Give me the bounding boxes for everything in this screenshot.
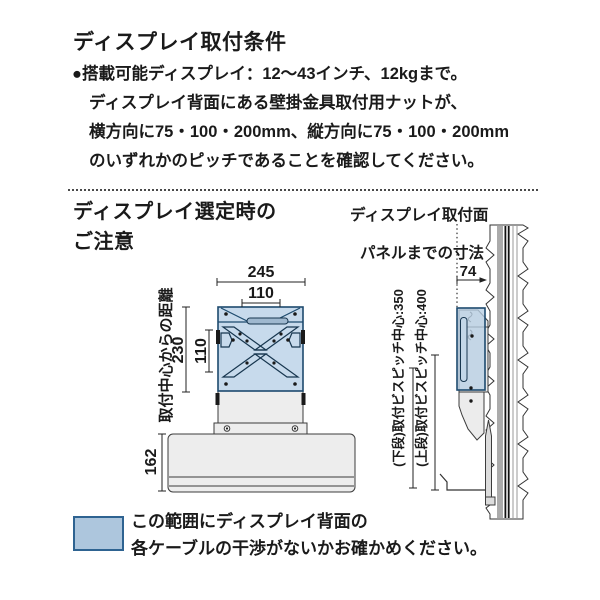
paragraph-line-2: ディスプレイ背面にある壁掛金具取付用ナットが、: [89, 94, 468, 112]
pitch-dimension-lines: [409, 354, 439, 491]
bracket-lower-body: [458, 391, 485, 441]
dim-162: 162: [143, 449, 160, 476]
front-view-diagram: 245 110 230 110 162 取付中心からの距離: [143, 264, 356, 493]
front-dimensions: [158, 278, 306, 492]
bracket-bottom-hook: [485, 496, 496, 506]
dim-110-width: 110: [248, 285, 274, 302]
cable-clearance-zone: [456, 307, 486, 391]
section2-heading-line2: ご注意: [73, 231, 135, 253]
bracket-strip: [485, 419, 496, 506]
legend-line-2: 各ケーブルの干渉がないかお確かめください。: [131, 539, 487, 558]
label-pitch-upper: (上段)取付ビスピッチ中心:400: [414, 289, 429, 467]
front-axis-label: 取付中心からの距離: [157, 287, 175, 422]
paragraph-line-3: 横方向に75・100・200mm、縦方向に75・100・200mm: [89, 123, 510, 141]
dim-245: 245: [248, 264, 275, 281]
section1-paragraph: ●搭載可能ディスプレイ：12～43インチ、12kgまで。 ディスプレイ背面にある…: [72, 60, 550, 176]
dim-110-height: 110: [193, 338, 210, 364]
label-panel-dim: パネルまでの寸法: [360, 243, 484, 262]
front-base: [167, 433, 356, 493]
label-pitch-lower: (下段)取付ビスピッチ中心:350: [391, 289, 406, 467]
dim-74: 74: [460, 263, 477, 280]
front-vesa-plate: [216, 306, 305, 392]
panel-gray-band: [497, 226, 503, 518]
legend-swatch: [73, 516, 124, 551]
panel: [485, 224, 529, 520]
section2-heading: ディスプレイ選定時の ご注意: [73, 197, 277, 257]
paragraph-line-4: のいずれかのピッチであることを確認してください。: [89, 152, 484, 170]
leader-line: [439, 473, 486, 491]
side-screw-dots: [469, 334, 474, 403]
section2-heading-line1: ディスプレイ選定時の: [73, 201, 277, 223]
legend-line-1: この範囲にディスプレイ背面の: [131, 512, 368, 531]
front-cross-plate: [213, 422, 308, 435]
dotted-divider: [68, 189, 538, 191]
dim-74-group: [456, 276, 487, 284]
section1-title: ディスプレイ取付条件: [73, 31, 287, 54]
bracket-slot: [460, 317, 468, 382]
side-view-diagram: 74 ディスプレイ取付面 パネルまでの寸法 (下段)取付ビスピッチ中心:350 …: [350, 205, 529, 520]
dim-230: 230: [170, 337, 187, 364]
paragraph-line-1-text: 搭載可能ディスプレイ：12～43インチ、12kgまで。: [81, 65, 467, 83]
legend-text: この範囲にディスプレイ背面の 各ケーブルの干渉がないかお確かめください。: [131, 508, 487, 562]
vesa-x-pattern: [220, 326, 301, 378]
vesa-screw-holes: [224, 312, 297, 386]
front-column: [215, 390, 306, 424]
paragraph-line-1: ●搭載可能ディスプレイ：12～43インチ、12kgまで。: [72, 60, 550, 89]
bullet-icon: ●: [72, 65, 82, 83]
label-mount-surface: ディスプレイ取付面: [350, 205, 488, 224]
